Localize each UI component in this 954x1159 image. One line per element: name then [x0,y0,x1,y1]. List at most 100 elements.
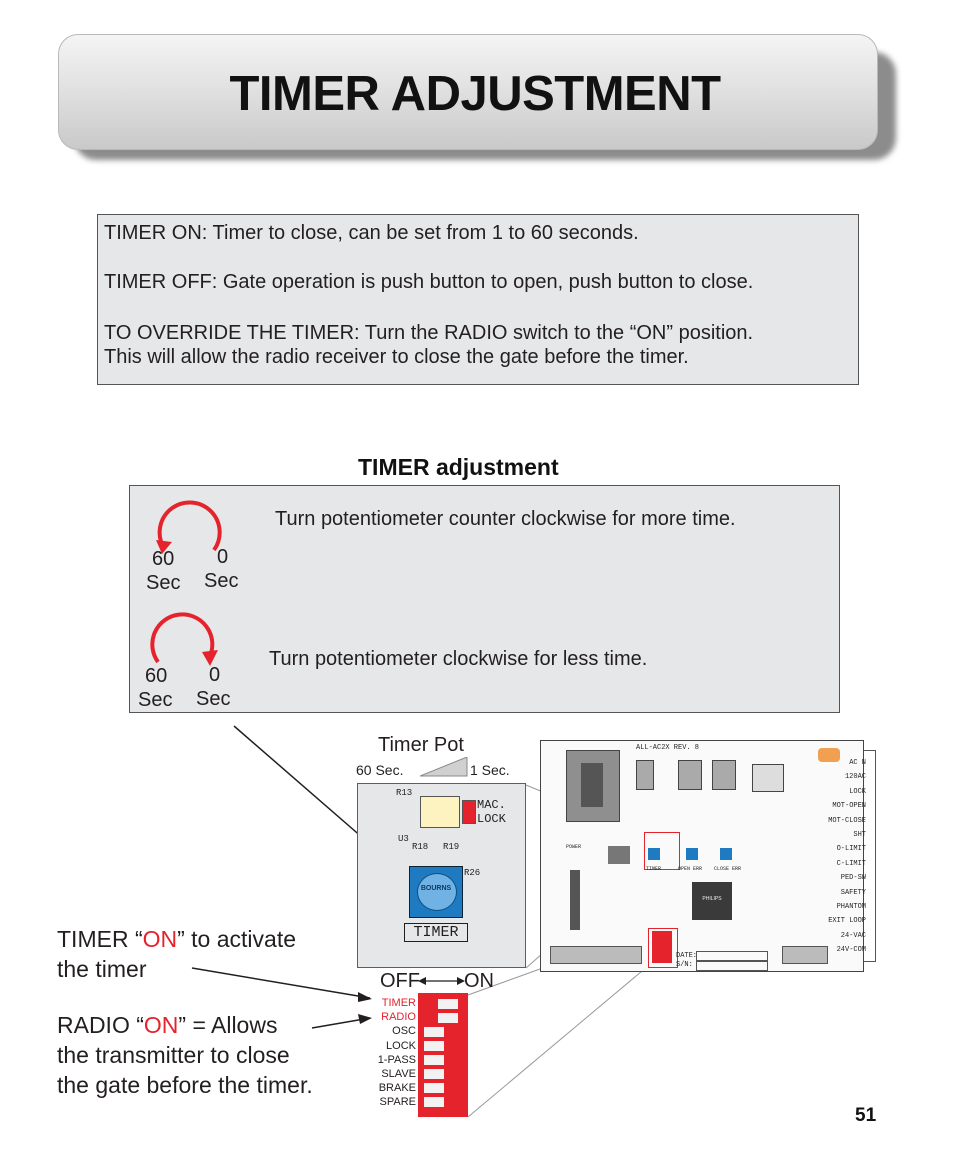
board-dip-switch [652,931,672,963]
timer-off-text: TIMER OFF: Gate operation is push button… [104,271,754,293]
radio-callout-prefix: RADIO “ [57,1012,144,1038]
radio-callout-line2: the transmitter to close [57,1042,290,1068]
dip-off-label: OFF [380,970,420,992]
dial1-right-unit: Sec [204,570,239,592]
board-date-field [696,951,768,961]
timer-adjustment-heading: TIMER adjustment [358,454,559,480]
clockwise-arrow-icon [150,612,218,666]
r13-label: R13 [396,788,413,798]
dip-on-label: ON [464,970,494,992]
board-power-label: POWER [566,844,582,850]
r19-label: R19 [443,842,460,852]
dip-switch-timer[interactable] [438,999,458,1009]
dip-switch-slave[interactable] [424,1069,444,1079]
u3-label: U3 [398,834,409,844]
board-pot-label-close: CLOSE ERR [714,866,742,872]
relay-1 [636,760,654,790]
dip-switch-lock[interactable] [424,1041,444,1051]
dip-switch-labels: TIMER RADIO OSC LOCK 1-PASS SLAVE BRAKE … [346,996,416,1110]
dial1-left-unit: Sec [146,572,181,594]
relay-component [420,796,460,828]
page-number: 51 [855,1105,877,1126]
dip-label-lock: LOCK [386,1039,416,1052]
timer-on-callout: TIMER “ON” to activate the timer [57,924,296,984]
board-header [570,870,580,930]
terminal-exit-loop: EXIT LOOP [828,917,866,926]
dial2-left-value: 60 [145,665,168,687]
override-text-line2: This will allow the radio receiver to cl… [104,346,689,368]
transformer [566,750,620,822]
dip-label-radio: RADIO [381,1011,416,1024]
override-text-line1: TO OVERRIDE THE TIMER: Turn the RADIO sw… [104,322,754,344]
board-model-label: ALL-AC2X REV. 8 [636,744,700,752]
board-timer-pot [648,848,660,860]
dip-label-timer: TIMER [381,997,416,1009]
capacitor-block [752,764,784,792]
terminal-mot-close: MOT-CLOSE [828,816,866,825]
off-on-arrows-icon [418,977,465,985]
board-pot-label-open: OPEN ERR [678,866,703,872]
dial1-right-value: 0 [217,546,229,568]
radio-callout-line3: the gate before the timer. [57,1072,313,1098]
dip-switch-osc[interactable] [424,1027,444,1037]
pot-range-wedge [420,757,468,777]
dip-label-1-pass: 1-PASS [377,1053,416,1066]
board-close-pot [720,848,732,860]
terminal-safety: SAFETY [840,888,866,897]
timer-on-text: TIMER ON: Timer to close, can be set fro… [104,222,639,244]
dial1-left-value: 60 [152,548,175,570]
terminal-ped-sw: PED-SW [840,874,866,883]
dip-label-osc: OSC [392,1025,416,1038]
dip-switch-brake[interactable] [424,1083,444,1093]
dip-switch-spare[interactable] [424,1097,444,1107]
title-banner [58,34,878,150]
timer-callout-line2: the timer [57,956,147,982]
clockwise-instruction: Turn potentiometer clockwise for less ti… [269,648,648,670]
dial2-left-unit: Sec [138,689,173,711]
board-date-label: DATE: [676,952,698,960]
fuse [818,748,840,762]
timer-silkscreen: TIMER [404,923,468,942]
terminal-sht: SHT [853,831,866,840]
board-open-pot [686,848,698,860]
timer-callout-prefix: TIMER “ [57,926,143,952]
relay-3 [712,760,736,790]
chip-label: PHILIPS [702,896,722,902]
mac-lock-label: MAC. LOCK [477,798,506,826]
dip-switch-highlight [648,928,678,968]
terminal-lock: LOCK [849,787,866,796]
relay-2 [678,760,702,790]
terminal-120ac: 120AC [844,773,866,782]
radio-on-callout: RADIO “ON” = Allows the transmitter to c… [57,1010,313,1100]
bottom-terminal-block-right [782,946,828,964]
board-sn-label: S/N: [676,961,693,969]
dial2-right-value: 0 [209,664,221,686]
pot-brand: BOURNS [420,885,452,892]
potentiometer[interactable]: BOURNS [409,866,463,918]
terminal-o-limit: O-LIMIT [836,845,866,854]
timer-callout-suffix: ” to activate [177,926,296,952]
terminal-strip: AC N 120AC LOCK MOT-OPEN MOT-CLOSE SHT O… [808,756,866,958]
timer-adjustment-box [129,485,840,713]
bottom-terminal-block-left [550,946,642,964]
board-sn-field [696,961,768,971]
radio-callout-on: ON [143,1012,179,1038]
terminal-c-limit: C-LIMIT [836,859,866,868]
counter-clockwise-arrow-icon [156,500,222,554]
dip-label-slave: SLAVE [381,1068,416,1081]
terminal-ac-n: AC N [849,759,866,767]
pot-max-label: 60 Sec. [356,762,404,778]
red-led [462,800,476,824]
terminal-phantom: PHANTOM [836,903,866,912]
dip-label-spare: SPARE [379,1096,416,1109]
terminal-mot-open: MOT-OPEN [832,802,866,811]
dip-switch-radio[interactable] [438,1013,458,1023]
terminal-24v-com: 24V-COM [836,946,866,955]
dip-switch-1-pass[interactable] [424,1055,444,1065]
info-box [97,214,859,385]
dial2-right-unit: Sec [196,688,231,710]
pot-knob[interactable] [417,873,457,911]
pot-min-label: 1 Sec. [470,762,510,778]
timer-pot-highlight [644,832,680,870]
board-pot-label-timer: TIMER [646,866,662,872]
